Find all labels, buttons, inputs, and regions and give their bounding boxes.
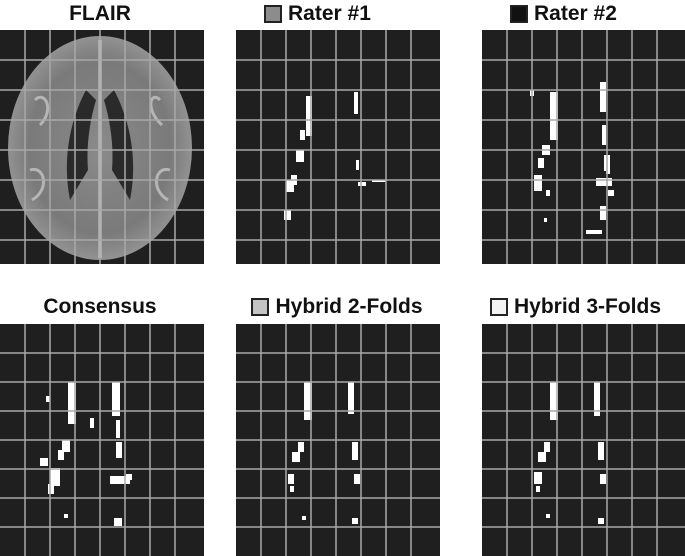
panel-title-text: Rater #1 [288, 2, 371, 25]
grid-overlay [236, 324, 440, 556]
hybrid2-image [236, 324, 440, 556]
rater1-mask-svg [236, 30, 440, 264]
lesion-mask [284, 92, 386, 220]
rater1-swatch [264, 5, 282, 23]
cortical-sulci [29, 96, 171, 202]
hybrid3-mask-svg [482, 324, 685, 556]
hybrid2-swatch [251, 298, 270, 316]
rater2-image [482, 30, 685, 264]
grid-overlay [482, 324, 685, 556]
grid-overlay [482, 30, 685, 264]
consensus-mask-svg [0, 324, 204, 556]
lesion-mask [288, 382, 360, 524]
panel-title-hybrid3: Hybrid 3-Folds [466, 292, 685, 322]
rater2-swatch [510, 5, 528, 23]
lesion-mask [40, 382, 132, 526]
panel-title-text: Consensus [43, 295, 157, 318]
panel-title-text: Rater #2 [534, 2, 617, 25]
flair-image [0, 30, 204, 264]
hybrid3-swatch [489, 298, 508, 316]
hybrid3-image [482, 324, 685, 556]
hybrid2-mask-svg [236, 324, 440, 556]
panel-title-text: Hybrid 3-Folds [513, 295, 661, 318]
left-ventricle [66, 90, 96, 200]
right-ventricle [104, 90, 134, 200]
panel-title-hybrid2: Hybrid 2-Folds [222, 292, 452, 322]
consensus-image [0, 324, 204, 556]
panel-title-text: FLAIR [69, 2, 131, 25]
lesion-mask [534, 382, 606, 524]
rater1-image [236, 30, 440, 264]
panel-title-text: Hybrid 2-Folds [275, 295, 423, 318]
grid-overlay [236, 30, 440, 264]
grid-overlay [0, 324, 204, 556]
panel-title-flair: FLAIR [0, 0, 200, 28]
panel-title-rater1: Rater #1 [234, 0, 474, 28]
grid-overlay [0, 30, 204, 264]
panel-title-rater2: Rater #2 [474, 0, 685, 28]
flair-brain-svg [0, 30, 204, 264]
rater2-mask-svg [482, 30, 685, 264]
lesion-mask [530, 82, 614, 234]
panel-title-consensus: Consensus [0, 292, 200, 322]
